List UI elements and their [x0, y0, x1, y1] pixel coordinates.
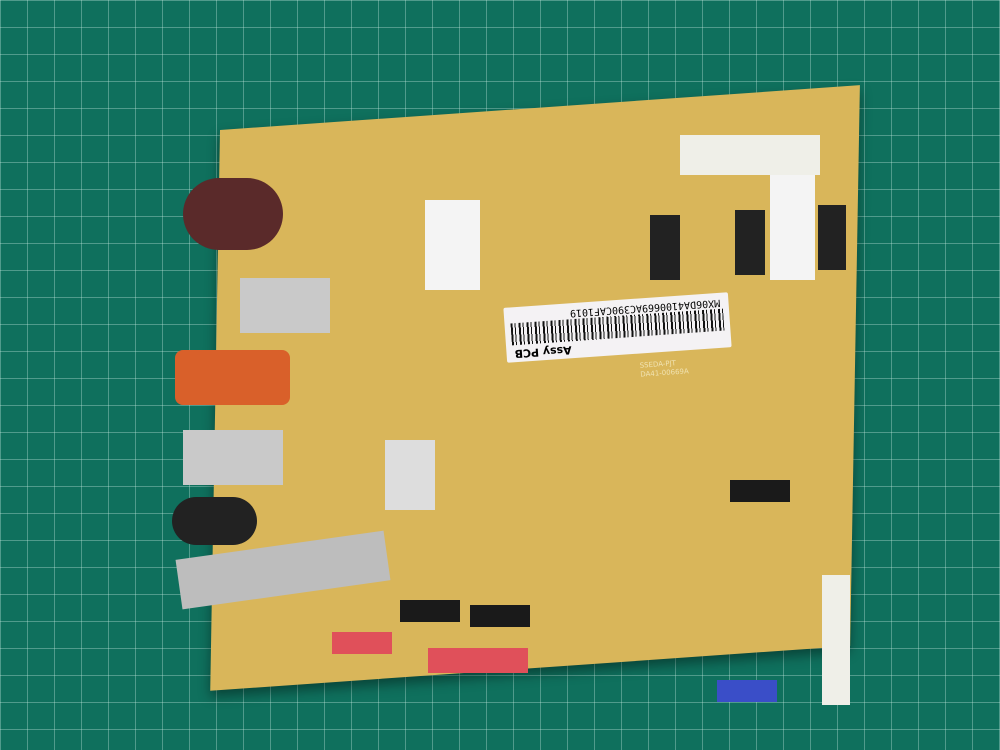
capacitor-large — [183, 178, 283, 250]
relay — [735, 210, 765, 275]
chip — [470, 605, 530, 627]
connector — [717, 680, 777, 702]
connector — [680, 135, 820, 175]
chip — [730, 480, 790, 502]
connector — [428, 648, 528, 673]
circuit-board — [210, 85, 860, 691]
relay — [425, 200, 480, 290]
connector — [332, 632, 392, 654]
relay — [770, 175, 815, 280]
relay — [818, 205, 846, 270]
relay — [650, 215, 680, 280]
heatsink — [240, 278, 330, 333]
connector — [822, 575, 850, 705]
chip — [385, 440, 435, 510]
transformer — [175, 350, 290, 405]
heatsink — [183, 430, 283, 485]
label-title: Assy PCB — [514, 343, 573, 361]
board-silkscreen: SSEDA-PJT DA41-00669A — [639, 358, 689, 379]
capacitor-black — [172, 497, 257, 545]
chip — [400, 600, 460, 622]
